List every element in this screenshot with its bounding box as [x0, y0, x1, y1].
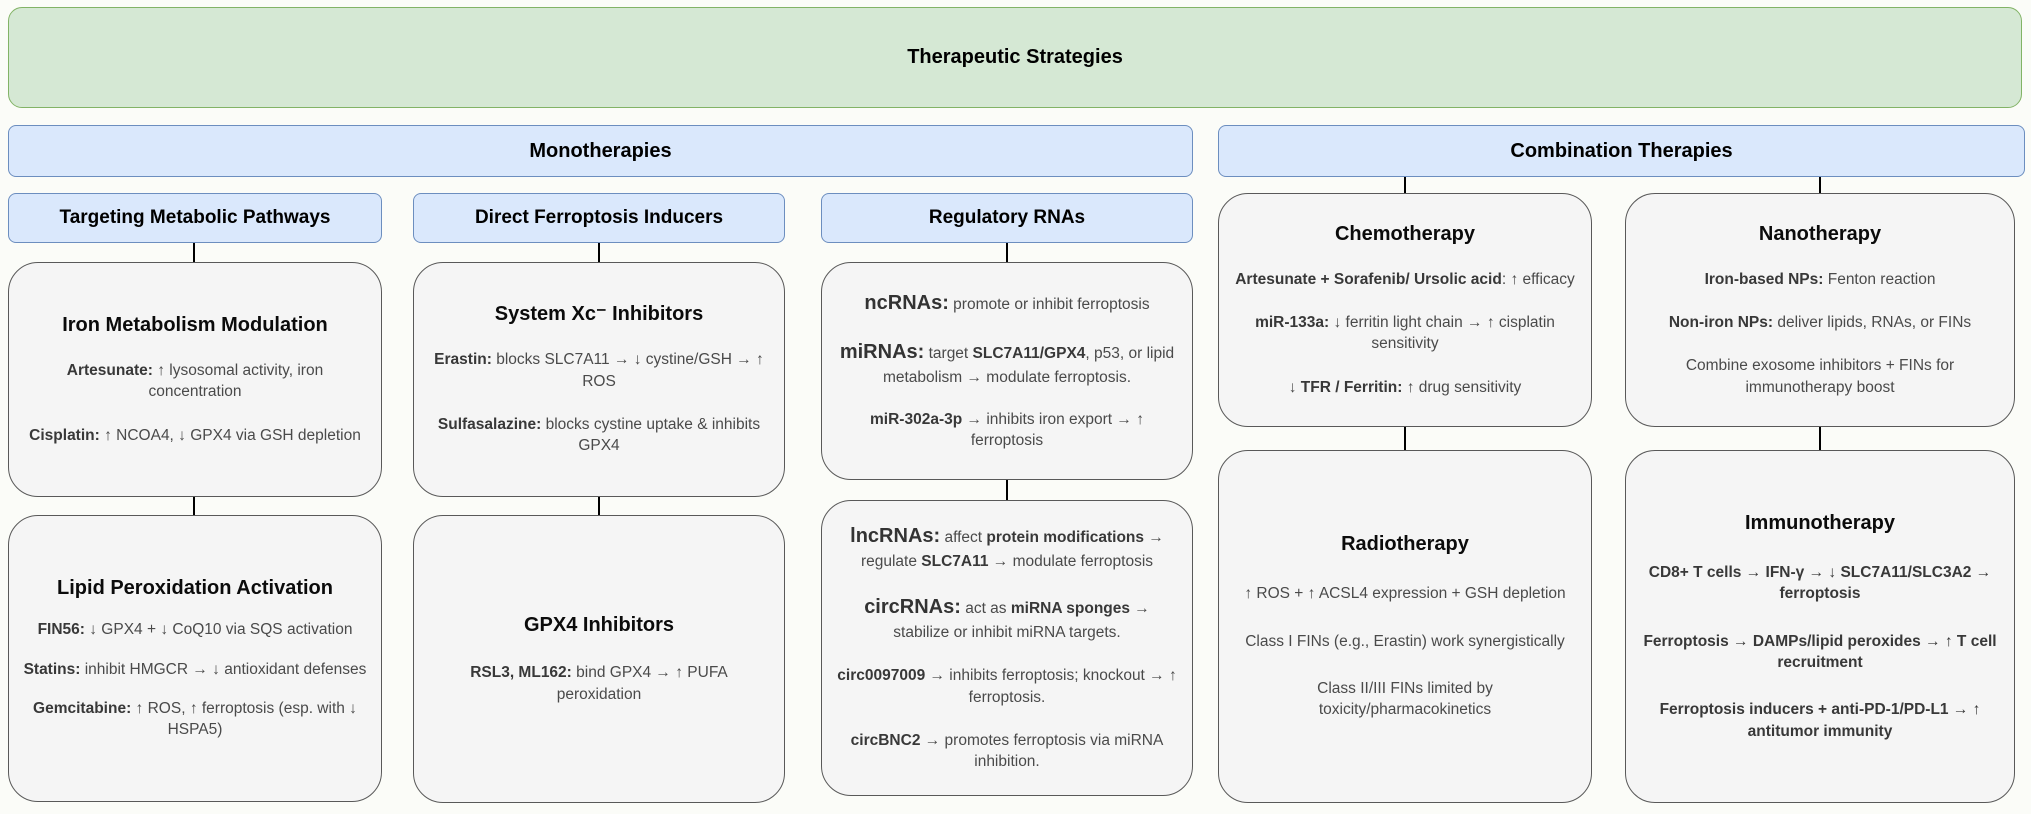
node-title: Iron Metabolism Modulation	[62, 313, 328, 336]
node-paragraph: Artesunate: ↑ lysosomal activity, iron c…	[66, 361, 324, 401]
connector-line	[1819, 177, 1821, 193]
column-header-label: Regulatory RNAs	[928, 207, 1086, 228]
connector-line	[1819, 427, 1821, 450]
node-nanotherapy: Nanotherapy Iron-based NPs: Fenton react…	[1625, 193, 2015, 427]
node-paragraph: ↓ TFR / Ferritin: ↑ drug sensitivity	[1288, 378, 1522, 396]
node-paragraph: Combine exosome inhibitors + FINs for im…	[1685, 357, 1955, 396]
node-paragraph: RSL3, ML162: bind GPX4 → ↑ PUFA peroxida…	[470, 664, 728, 703]
connector-line	[193, 243, 195, 262]
branch-monotherapies: Monotherapies	[8, 125, 1193, 177]
node-immunotherapy: Immunotherapy CD8+ T cells → IFN-γ → ↓ S…	[1625, 450, 2015, 803]
root-title: Therapeutic Strategies	[907, 46, 1123, 68]
node-paragraph: miRNAs: target SLC7A11/GPX4, p53, or lip…	[839, 340, 1175, 386]
node-paragraph: Artesunate + Sorafenib/ Ursolic acid: ↑ …	[1235, 270, 1575, 288]
connector-line	[1006, 243, 1008, 262]
node-radiotherapy: Radiotherapy ↑ ROS + ↑ ACSL4 expression …	[1218, 450, 1592, 803]
node-paragraph: ncRNAs: promote or inhibit ferroptosis	[864, 292, 1150, 315]
node-title: System Xc⁻ Inhibitors	[494, 303, 704, 326]
node-gpx4-inhibitors: GPX4 Inhibitors RSL3, ML162: bind GPX4 →…	[413, 515, 785, 803]
node-paragraph: miR-302a-3p → inhibits iron export → ↑ f…	[870, 411, 1144, 450]
node-paragraph: CD8+ T cells → IFN-γ → ↓ SLC7A11/SLC3A2 …	[1648, 563, 1992, 603]
node-title: Nanotherapy	[1758, 222, 1882, 245]
connector-line	[193, 497, 195, 515]
node-paragraph: Ferroptosis inducers + anti-PD-1/PD-L1 →…	[1659, 701, 1981, 740]
node-paragraph: lncRNAs: affect protein modifications → …	[850, 525, 1164, 570]
node-title: Immunotherapy	[1744, 511, 1896, 534]
node-title: GPX4 Inhibitors	[523, 614, 675, 637]
node-paragraph: miR-133a: ↓ ferritin light chain → ↑ cis…	[1255, 314, 1555, 353]
node-title: Radiotherapy	[1341, 533, 1469, 556]
connector-line	[598, 243, 600, 262]
node-lncrnas-circrnas: lncRNAs: affect protein modifications → …	[821, 500, 1193, 796]
column-header-label: Direct Ferroptosis Inducers	[474, 207, 724, 228]
node-paragraph: Iron-based NPs: Fenton reaction	[1704, 270, 1936, 288]
node-paragraph: Cisplatin: ↑ NCOA4, ↓ GPX4 via GSH deple…	[29, 426, 361, 444]
connector-line	[598, 497, 600, 515]
node-paragraph: Sulfasalazine: blocks cystine uptake & i…	[437, 416, 761, 455]
root-node-therapeutic-strategies: Therapeutic Strategies	[8, 7, 2022, 108]
column-header-regulatory-rnas: Regulatory RNAs	[821, 193, 1193, 243]
node-paragraph: circ0097009 → inhibits ferroptosis; knoc…	[837, 667, 1177, 706]
column-header-label: Targeting Metabolic Pathways	[59, 207, 331, 228]
node-paragraph: Non-iron NPs: deliver lipids, RNAs, or F…	[1668, 314, 1972, 332]
column-header-targeting-metabolic-pathways: Targeting Metabolic Pathways	[8, 193, 382, 243]
node-paragraph: Class II/III FINs limited by toxicity/ph…	[1317, 680, 1493, 719]
branch-monotherapies-label: Monotherapies	[529, 139, 672, 162]
node-paragraph: ↑ ROS + ↑ ACSL4 expression + GSH depleti…	[1244, 585, 1566, 603]
node-chemotherapy: Chemotherapy Artesunate + Sorafenib/ Urs…	[1218, 193, 1592, 427]
connector-line	[1404, 177, 1406, 193]
node-paragraph: Statins: inhibit HMGCR → ↓ antioxidant d…	[23, 660, 367, 678]
node-title: Chemotherapy	[1334, 222, 1476, 245]
node-paragraph: Erastin: blocks SLC7A11 → ↓ cystine/GSH …	[434, 351, 764, 390]
node-iron-metabolism-modulation: Iron Metabolism Modulation Artesunate: ↑…	[8, 262, 382, 497]
node-paragraph: Class I FINs (e.g., Erastin) work synerg…	[1245, 632, 1565, 650]
node-paragraph: circRNAs: act as miRNA sponges → stabili…	[864, 596, 1150, 641]
node-paragraph: circBNC2 → promotes ferroptosis via miRN…	[850, 731, 1164, 771]
column-header-direct-ferroptosis-inducers: Direct Ferroptosis Inducers	[413, 193, 785, 243]
branch-combination-therapies: Combination Therapies	[1218, 125, 2025, 177]
connector-line	[1404, 427, 1406, 450]
node-paragraph: Ferroptosis → DAMPs/lipid peroxides → ↑ …	[1643, 632, 1997, 671]
node-paragraph: FIN56: ↓ GPX4 + ↓ CoQ10 via SQS activati…	[37, 621, 353, 639]
node-title: Lipid Peroxidation Activation	[57, 577, 333, 600]
connector-line	[1006, 480, 1008, 500]
node-ncrnas-mirnas: ncRNAs: promote or inhibit ferroptosis m…	[821, 262, 1193, 480]
node-paragraph: Gemcitabine: ↑ ROS, ↑ ferroptosis (esp. …	[33, 700, 357, 739]
node-system-xc-inhibitors: System Xc⁻ Inhibitors Erastin: blocks SL…	[413, 262, 785, 497]
branch-combination-therapies-label: Combination Therapies	[1510, 139, 1733, 162]
node-lipid-peroxidation-activation: Lipid Peroxidation Activation FIN56: ↓ G…	[8, 515, 382, 802]
